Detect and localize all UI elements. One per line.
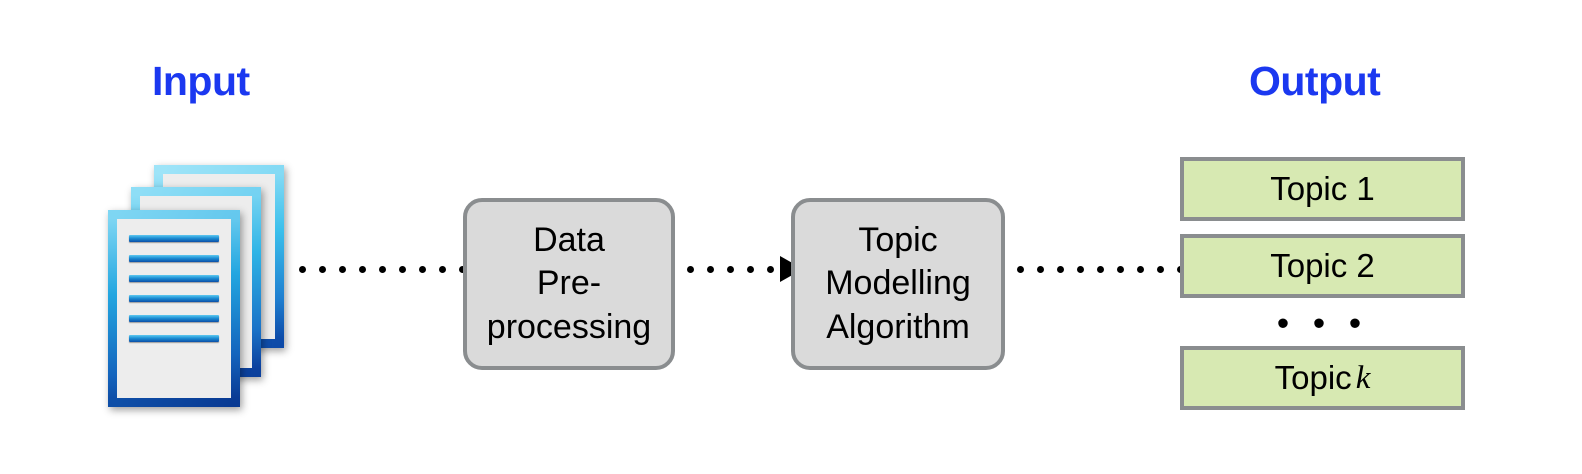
arrow-dot — [399, 265, 406, 273]
process-box-line: processing — [486, 307, 652, 346]
arrow-dot — [1017, 265, 1024, 273]
process-box-line: Algorithm — [826, 307, 970, 346]
document-icon-front — [108, 210, 240, 407]
document-text-lines — [117, 219, 231, 398]
arrow-dot — [379, 265, 386, 273]
output-section-label: Output — [1249, 58, 1381, 104]
arrow-dot — [1077, 265, 1084, 273]
arrow-dot — [359, 265, 366, 273]
document-text-line — [129, 235, 219, 242]
arrow-dot — [687, 265, 694, 273]
arrow-dot — [1037, 265, 1044, 273]
process-box-line: Pre- — [536, 264, 602, 303]
arrow-preprocessing-to-algorithm — [687, 256, 803, 282]
arrow-dot — [459, 265, 466, 273]
topic-label: Topic — [1274, 359, 1352, 396]
arrow-dots — [1017, 265, 1184, 273]
arrow-dot — [1137, 265, 1144, 273]
arrow-dot — [747, 265, 754, 273]
arrow-dot — [1057, 265, 1064, 273]
process-box-data-preprocessing[interactable]: Data Pre- processing — [463, 198, 675, 370]
process-box-line: Data — [533, 221, 605, 260]
topic-variable: k — [1355, 359, 1371, 396]
process-box-topic-modelling-algorithm[interactable]: Topic Modelling Algorithm — [791, 198, 1005, 370]
document-text-line — [129, 335, 219, 342]
arrow-dot — [727, 265, 734, 273]
topic-box-1[interactable]: Topic 1 — [1180, 157, 1465, 221]
process-box-line: Modelling — [825, 264, 971, 303]
process-box-line: Topic — [858, 221, 938, 260]
document-text-line — [129, 315, 219, 322]
document-text-line — [129, 295, 219, 302]
arrow-dot — [339, 265, 346, 273]
input-section-label: Input — [152, 58, 250, 104]
topic-list-ellipsis: • • • — [1276, 304, 1369, 343]
document-stack-icon — [108, 165, 298, 410]
arrow-dot — [1097, 265, 1104, 273]
process-box-label: Data Pre- processing — [487, 219, 651, 349]
topic-label: Topic 2 — [1270, 247, 1375, 284]
arrow-dot — [319, 265, 326, 273]
arrow-dot — [707, 265, 714, 273]
process-box-label: Topic Modelling Algorithm — [825, 219, 971, 349]
topic-label: Topic 1 — [1270, 170, 1375, 207]
arrow-dot — [419, 265, 426, 273]
topic-box-2[interactable]: Topic 2 — [1180, 234, 1465, 298]
arrow-dot — [299, 265, 306, 273]
arrow-dots — [687, 265, 774, 273]
arrow-dots — [299, 265, 466, 273]
arrow-dot — [767, 265, 774, 273]
arrow-dot — [1157, 265, 1164, 273]
document-text-line — [129, 275, 219, 282]
arrow-dot — [439, 265, 446, 273]
topic-box-k[interactable]: Topic k — [1180, 346, 1465, 410]
arrow-dot — [1117, 265, 1124, 273]
document-text-line — [129, 255, 219, 262]
